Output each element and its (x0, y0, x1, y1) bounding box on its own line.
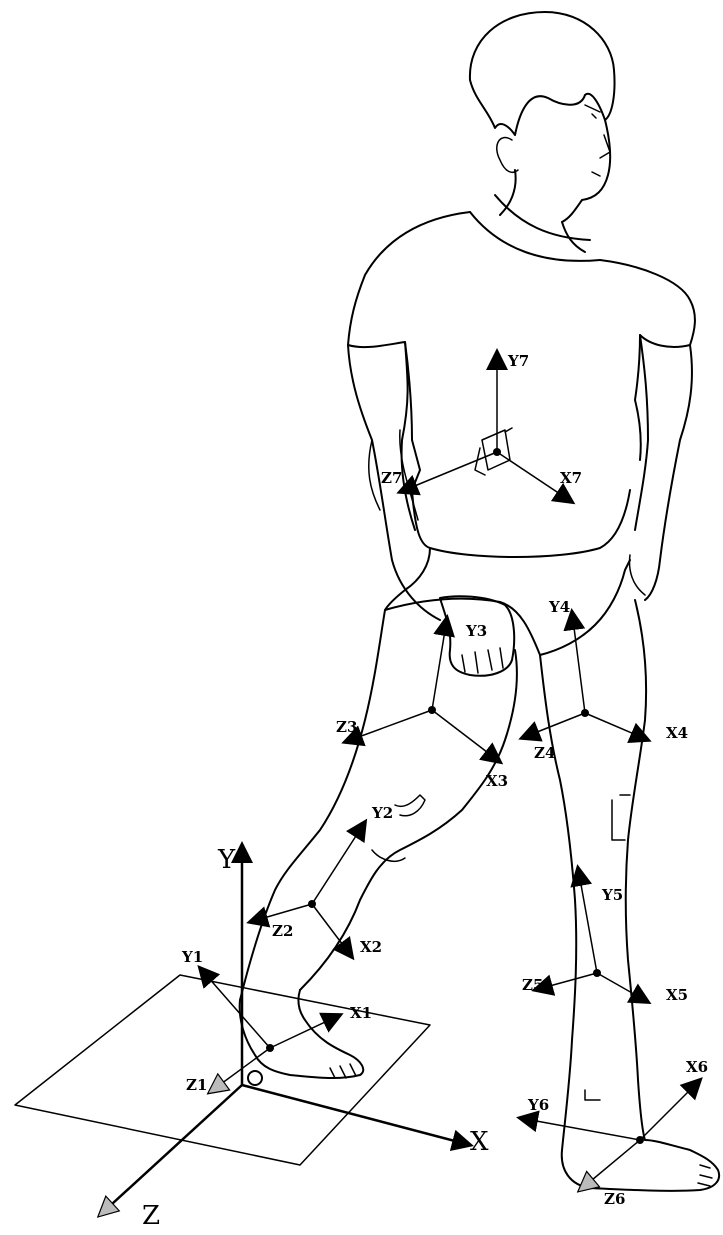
label-z5: Z5 (522, 976, 543, 994)
leg-right (539, 599, 648, 1151)
axis-x7 (496, 451, 576, 505)
origin-6 (636, 1136, 644, 1144)
label-y7: Y7 (507, 352, 529, 370)
origin-5 (593, 969, 601, 977)
axis-z7 (396, 451, 498, 496)
hand-right (628, 554, 646, 596)
frame-5: Y5 X5 Z5 (522, 864, 688, 1004)
label-x6: X6 (686, 1058, 708, 1076)
label-y3: Y3 (465, 622, 487, 640)
axis-y2 (311, 818, 368, 905)
label-y5: Y5 (601, 886, 623, 904)
axis-y1 (197, 964, 271, 1049)
head-nose (599, 134, 611, 159)
axis-x6 (639, 1077, 703, 1141)
global-z-label: Z (142, 1201, 160, 1230)
global-z-axis (100, 1084, 243, 1215)
frame-2: Y2 X2 Z2 (246, 804, 393, 961)
axis-y5 (570, 864, 598, 974)
torso-waist (411, 489, 631, 558)
toes-right (697, 1164, 713, 1187)
label-z2: Z2 (272, 922, 293, 940)
label-y6: Y6 (527, 1096, 549, 1114)
head-face (561, 119, 612, 223)
ankle-right-mark (584, 1089, 601, 1101)
axis-x1 (269, 1012, 344, 1049)
global-x-axis (241, 1083, 474, 1152)
axis-x3 (431, 709, 504, 765)
head-eye (584, 104, 601, 119)
axis-x4 (584, 712, 652, 744)
origin-7 (493, 448, 501, 456)
axis-x5 (596, 972, 652, 1004)
label-z3: Z3 (336, 718, 357, 736)
knee-left (371, 794, 426, 862)
origin-3 (428, 706, 436, 714)
frame-1: Y1 X1 Z1 (181, 948, 372, 1094)
knee-right (611, 794, 631, 841)
frame-6: X6 Y6 Z6 (516, 1058, 708, 1208)
underwear (384, 547, 631, 656)
label-x5: X5 (666, 986, 688, 1004)
label-y4: Y4 (548, 598, 570, 616)
foot-left (238, 989, 365, 1080)
label-y2: Y2 (371, 804, 393, 822)
head-ear (496, 136, 519, 173)
neck (499, 169, 586, 253)
label-z7: Z7 (381, 469, 402, 487)
axis-y4 (563, 608, 586, 714)
frame-3: Y3 X3 Z3 (336, 614, 508, 790)
axis-z5 (531, 972, 598, 996)
frame-4: Y4 X4 Z4 (518, 598, 688, 762)
label-x1: X1 (350, 1004, 372, 1022)
axis-z6 (580, 1139, 641, 1190)
head-hair (468, 11, 616, 136)
axis-z3 (341, 709, 433, 747)
label-x7: X7 (560, 469, 582, 487)
origin-4 (581, 709, 589, 717)
frame-7: Y7 X7 Z7 (381, 348, 582, 505)
label-x2: X2 (360, 938, 382, 956)
axis-y3 (431, 614, 455, 711)
toes-left (329, 1063, 357, 1079)
global-origin (247, 1070, 263, 1086)
origin-2 (308, 900, 316, 908)
human-figure (238, 11, 720, 1192)
axis-x2 (311, 903, 355, 961)
head-mouth (591, 171, 601, 177)
global-x-label: X (470, 1127, 489, 1157)
axis-z4 (518, 712, 586, 742)
global-y-label: Y (217, 845, 236, 875)
shirt-collar (469, 194, 601, 262)
arm-left (347, 341, 441, 621)
label-z4: Z4 (534, 744, 555, 762)
ground-plane-group: Y X Z (14, 841, 489, 1231)
label-z6: Z6 (604, 1190, 625, 1208)
label-y1: Y1 (181, 948, 203, 966)
fist-knuckles (461, 647, 504, 674)
label-x3: X3 (486, 772, 508, 790)
axis-y6 (516, 1110, 641, 1141)
origin-1 (266, 1044, 274, 1052)
arm-right (634, 334, 693, 601)
axis-z1 (210, 1047, 271, 1092)
label-z1: Z1 (186, 1076, 207, 1094)
foot-right (560, 1139, 720, 1192)
axis-z2 (246, 903, 313, 928)
ground-plane (14, 974, 431, 1166)
label-x4: X4 (666, 724, 688, 742)
